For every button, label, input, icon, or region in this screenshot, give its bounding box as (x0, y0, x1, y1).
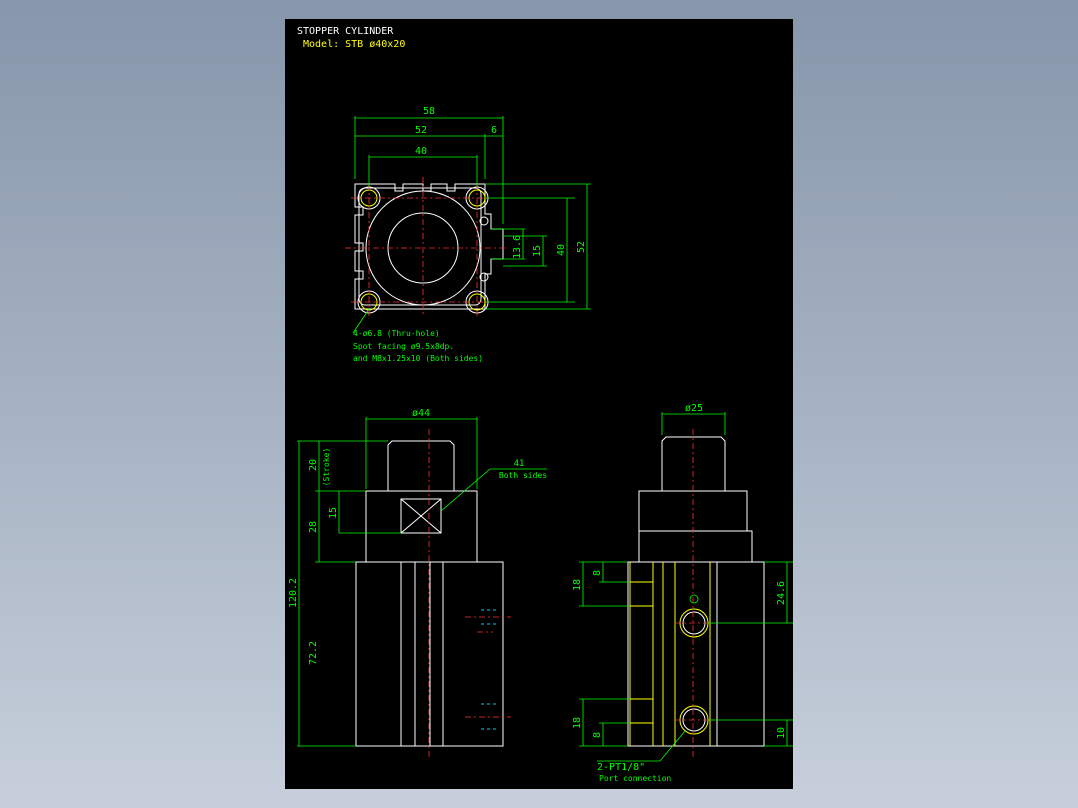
dim-15-front-label: 15 (328, 507, 339, 519)
front-rod-top (387, 440, 455, 491)
dim-40-height-label: 40 (556, 244, 567, 256)
hole-note-line1: 4-ø6.8 (Thru-hole) (353, 329, 440, 338)
cad-drawing: STOPPER CYLINDER Model: STB ø40x20 (288, 26, 793, 783)
dim-20-label: 20 (308, 459, 319, 471)
front-view: ø44 20 (Stroke) 28 15 120.2 72.2 41 Both… (288, 408, 547, 759)
leader-41 (440, 468, 491, 512)
dim-44: ø44 (365, 408, 478, 489)
side-right-dims: 24.6 10 (708, 561, 793, 747)
side-view: ø25 18 8 18 8 24.6 10 (572, 403, 793, 783)
small-port (689, 594, 699, 604)
both-sides-label: Both sides (499, 471, 547, 480)
top-port (479, 216, 489, 226)
port-leader (659, 730, 686, 762)
dim-52-width: 52 6 (355, 125, 503, 179)
drawing-title: STOPPER CYLINDER (297, 26, 394, 37)
port-boss-top (629, 581, 654, 607)
dim-13-6-label: 13.6 (512, 235, 523, 259)
side-left-dims: 18 8 18 8 (572, 561, 630, 747)
side-body (627, 561, 765, 747)
dim-25: ø25 (661, 403, 726, 435)
dim-72-2-label: 72.2 (308, 641, 319, 665)
dim-6-label: 6 (491, 125, 497, 136)
note-leader (352, 308, 370, 334)
hole-note-line3: and M8x1.25x10 (Both sides) (353, 354, 483, 363)
drawing-sheet: STOPPER CYLINDER Model: STB ø40x20 (285, 19, 793, 789)
dim-24-6-label: 24.6 (776, 581, 787, 605)
dim-52-width-label: 52 (415, 125, 427, 136)
side-rod (661, 436, 726, 491)
front-left-dims: 20 (Stroke) 28 15 120.2 72.2 (288, 440, 401, 747)
top-view: 58 52 6 40 1 (345, 106, 591, 363)
dim-25-label: ø25 (685, 403, 703, 414)
port-boss-bottom (629, 698, 654, 724)
dim-52-height-label: 52 (576, 241, 587, 253)
stroke-label: (Stroke) (322, 448, 331, 487)
top-port (479, 272, 489, 282)
dim-18-top-label: 18 (572, 579, 583, 591)
dim-40-width-label: 40 (415, 146, 427, 157)
front-ports (465, 609, 511, 730)
dim-8-bottom-label: 8 (592, 732, 603, 738)
side-head-lower (638, 530, 753, 563)
port-label: 2-PT1/8" (597, 762, 645, 773)
port-note: Port connection (599, 774, 671, 783)
dim-58-label: 58 (423, 106, 435, 117)
drawing-model: Model: STB ø40x20 (303, 39, 405, 50)
dim-vertical-right: 13.6 15 40 52 (485, 183, 591, 310)
front-head-block (365, 490, 478, 563)
side-head-upper (638, 490, 748, 532)
hole-note-line2: Spot facing ø9.5x8dp. (353, 342, 454, 351)
dim-10-label: 10 (776, 727, 787, 739)
dim-41-label: 41 (514, 459, 525, 469)
wrench-flat (400, 498, 442, 534)
dim-40-width: 40 (368, 146, 478, 187)
dim-44-label: ø44 (412, 408, 430, 419)
dim-120-2-label: 120.2 (288, 578, 299, 608)
dim-18-bottom-label: 18 (572, 717, 583, 729)
dim-8-top-label: 8 (592, 570, 603, 576)
dim-28-label: 28 (308, 521, 319, 533)
dim-58: 58 (354, 106, 504, 224)
dim-15-label: 15 (532, 245, 543, 257)
